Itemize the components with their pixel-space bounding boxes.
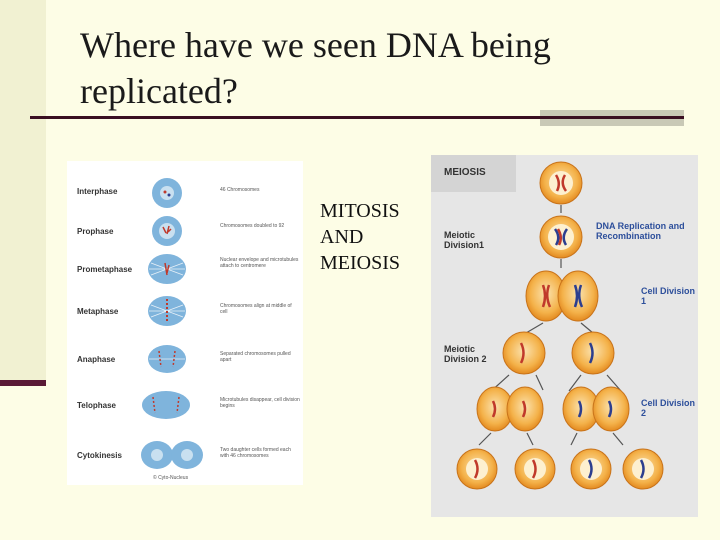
stage-name: Cytokinesis: [77, 451, 122, 460]
title-line-1: Where have we seen DNA being: [80, 25, 551, 65]
stage-note: Chromosomes doubled to 92: [220, 223, 285, 229]
figure-credit: © Cyto-Nucleus: [153, 475, 189, 481]
label-meiotic-division-1: Meiotic Division1: [444, 230, 485, 250]
body-line: MEIOSIS: [320, 252, 401, 274]
cell-metaphase-icon: [148, 296, 186, 326]
mitosis-figure: Interphase 46 Chromosomes Prophase Chrom…: [67, 161, 303, 485]
label-dna-replication: DNA Replication and Recombination: [596, 221, 685, 241]
title-rule: [30, 116, 684, 119]
meiosis-header-band: [431, 155, 516, 192]
stage-note: Chromosomes align at middle of cell: [220, 303, 292, 315]
body-text: MITOSIS AND MEIOSIS: [320, 198, 400, 276]
meiosis-figure: MEIOSIS Meiotic Division1 DNA Replicatio…: [431, 155, 698, 517]
stage-note: Separated chromosomes pulled apart: [220, 351, 291, 363]
stage-name: Prophase: [77, 227, 114, 236]
left-sidebar-accent: [0, 380, 46, 386]
stage-name: Metaphase: [77, 307, 119, 316]
cell-cytokinesis-icon: [141, 441, 203, 469]
label-meiotic-division-2: Meiotic Division 2: [444, 344, 487, 364]
title-line-2: replicated?: [80, 71, 238, 111]
cell-anaphase-icon: [148, 345, 186, 373]
cell-prometaphase-icon: [148, 254, 186, 284]
cell-interphase-icon: [152, 178, 182, 208]
cell-telophase-icon: [142, 391, 190, 419]
stage-name: Telophase: [77, 401, 116, 410]
left-sidebar-band: [0, 0, 46, 386]
stage-note: Two daughter cells formed each with 46 c…: [220, 447, 291, 459]
label-cell-division-2: Cell Division 2: [641, 398, 696, 418]
meiosis-diagram: [456, 161, 664, 490]
body-line: AND: [320, 226, 364, 248]
stage-note: 46 Chromosomes: [220, 187, 260, 193]
meiosis-title: MEIOSIS: [444, 167, 486, 178]
label-cell-division-1: Cell Division 1: [641, 286, 696, 306]
cell-prophase-icon: [152, 216, 182, 246]
stage-name: Prometaphase: [77, 265, 133, 274]
stage-note: Microtubules disappear, cell division be…: [220, 397, 300, 409]
stage-name: Interphase: [77, 187, 118, 196]
stage-name: Anaphase: [77, 355, 116, 364]
body-line: MITOSIS: [320, 200, 400, 222]
slide-title: Where have we seen DNA being replicated?: [80, 22, 640, 114]
stage-note: Nuclear envelope and microtubules attach…: [220, 257, 299, 269]
